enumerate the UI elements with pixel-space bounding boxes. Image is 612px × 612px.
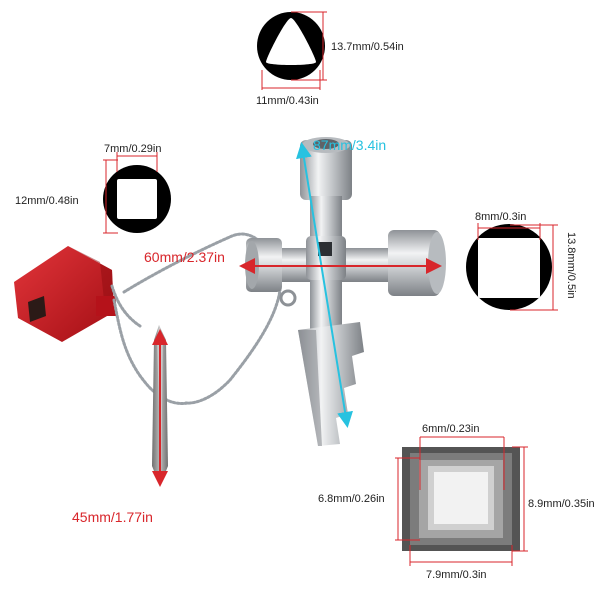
triangle-socket-diagram: 13.7mm/0.54in 11mm/0.43in xyxy=(256,11,404,107)
stepped-top-label: 6mm/0.23in xyxy=(422,423,479,435)
cross-key xyxy=(245,137,446,446)
stepped-square-diagram: 6mm/0.23in 6.8mm/0.26in 8.9mm/0.35in 7.9… xyxy=(318,423,595,581)
right-square-height-label: 13.8mm/0.5in xyxy=(565,232,577,299)
small-square-width-label: 7mm/0.29in xyxy=(104,143,161,155)
red-adapter xyxy=(14,246,116,342)
screwdriver-bit: 45mm/1.77in xyxy=(72,325,168,525)
triangle-width-label: 11mm/0.43in xyxy=(256,95,319,107)
small-square-height-label: 12mm/0.48in xyxy=(15,195,79,207)
stepped-right-label: 8.9mm/0.35in xyxy=(528,498,595,510)
small-square-socket-diagram: 7mm/0.29in 12mm/0.48in xyxy=(15,143,171,234)
bit-length-label: 45mm/1.77in xyxy=(72,509,153,525)
stepped-bottom-label: 7.9mm/0.3in xyxy=(426,569,487,581)
triangle-height-label: 13.7mm/0.54in xyxy=(331,41,404,53)
key-length-label: 87mm/3.4in xyxy=(313,137,386,153)
right-square-width-label: 8mm/0.3in xyxy=(475,211,526,223)
key-width-label: 60mm/2.37in xyxy=(144,249,225,265)
right-square-socket-diagram: 8mm/0.3in 13.8mm/0.5in xyxy=(466,211,577,311)
key-measurements: 87mm/3.4in 60mm/2.37in xyxy=(144,137,442,428)
stepped-left-label: 6.8mm/0.26in xyxy=(318,493,385,505)
